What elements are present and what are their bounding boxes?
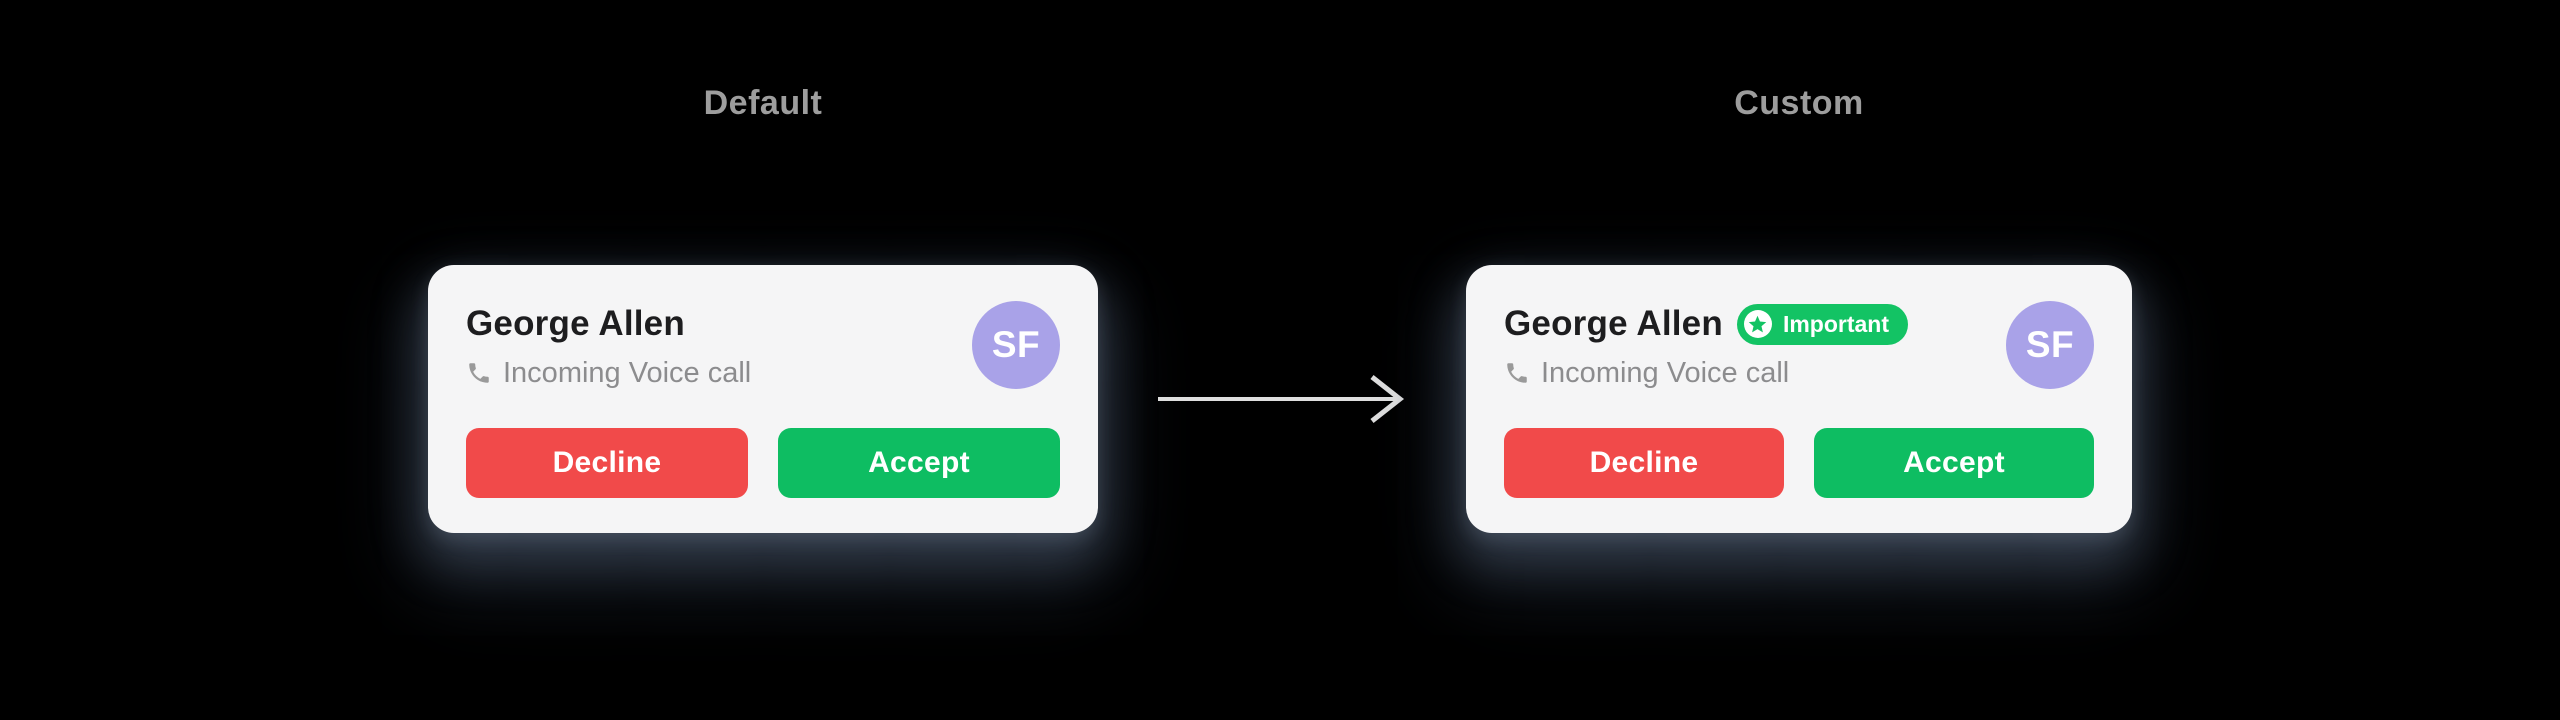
call-type-row: Incoming Voice call — [1504, 354, 1908, 392]
phone-icon — [466, 360, 492, 386]
card-header: George Allen Incoming Voice call SF — [466, 301, 1060, 392]
decline-button[interactable]: Decline — [466, 428, 748, 498]
caller-name: George Allen — [466, 304, 685, 343]
right-arrow-icon — [1158, 375, 1405, 423]
name-row: George Allen Important — [1504, 301, 1908, 347]
important-badge: Important — [1736, 303, 1908, 345]
decline-button[interactable]: Decline — [1504, 428, 1784, 498]
badge-label: Important — [1782, 310, 1889, 337]
section-title-custom: Custom — [1734, 84, 1864, 122]
call-type-row: Incoming Voice call — [466, 354, 751, 392]
card-text-block: George Allen Incoming Voice call — [466, 301, 751, 392]
phone-icon — [1504, 360, 1530, 386]
caller-name: George Allen — [1504, 304, 1723, 343]
call-type-label: Incoming Voice call — [1541, 356, 1790, 389]
name-row: George Allen — [466, 301, 751, 347]
card-header: George Allen Important — [1504, 301, 2094, 392]
call-actions: Decline Accept — [466, 428, 1060, 498]
call-card-custom: George Allen Important — [1466, 265, 2132, 533]
call-type-label: Incoming Voice call — [503, 356, 752, 389]
accept-button[interactable]: Accept — [1814, 428, 2094, 498]
avatar: SF — [2006, 301, 2094, 389]
avatar: SF — [972, 301, 1060, 389]
accept-button[interactable]: Accept — [778, 428, 1060, 498]
call-actions: Decline Accept — [1504, 428, 2094, 498]
card-text-block: George Allen Important — [1504, 301, 1908, 392]
section-title-default: Default — [703, 84, 823, 122]
star-icon — [1743, 310, 1772, 338]
call-card-default: George Allen Incoming Voice call SF Decl… — [428, 265, 1098, 533]
